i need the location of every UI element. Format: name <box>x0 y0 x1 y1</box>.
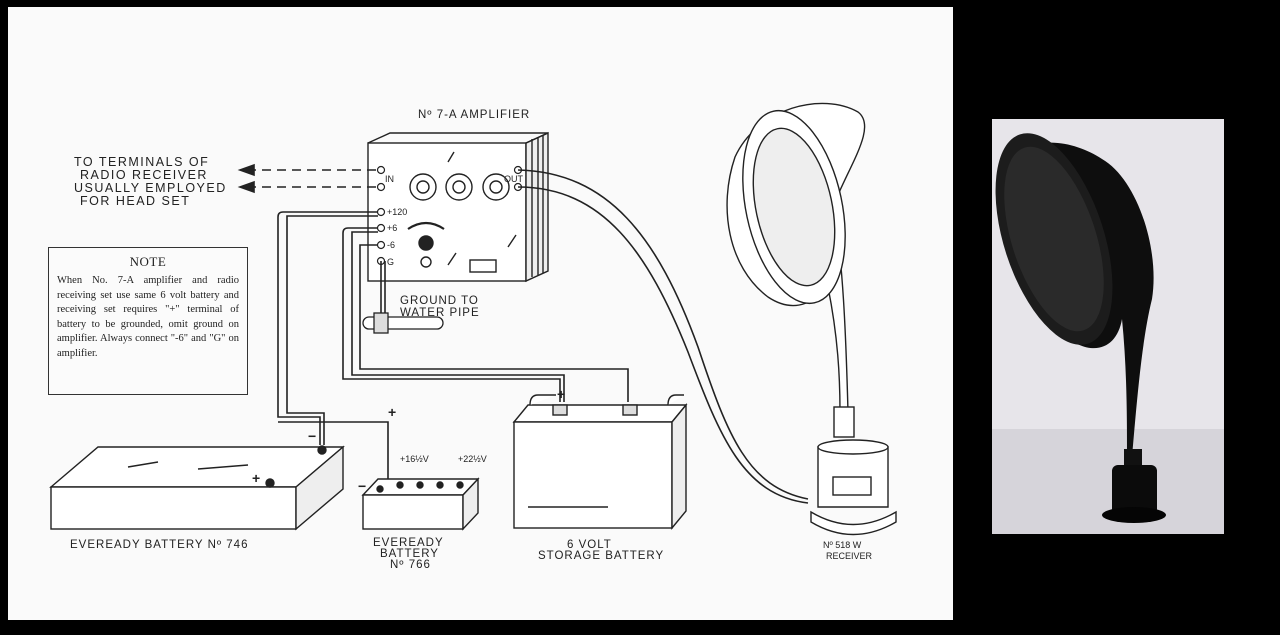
note-body: When No. 7-A amplifier and radio receivi… <box>57 275 239 359</box>
storage-battery <box>512 394 688 530</box>
battery-746-minus: − <box>308 428 316 444</box>
terminal-out: OUT <box>504 174 524 184</box>
tap-22: +22½V <box>458 454 487 464</box>
battery-766-label-line2: BATTERY <box>380 548 439 560</box>
wiring-diagram: Nº 7-A AMPLIFIER IN <box>49 102 897 571</box>
horn-receiver-drawing <box>726 102 897 536</box>
amplifier-terminals <box>376 165 523 266</box>
note-box: NOTE When No. 7-A amplifier and radio re… <box>48 247 248 395</box>
terminal-in: IN <box>385 174 394 184</box>
battery-746-label: EVEREADY BATTERY Nº 746 <box>70 539 248 551</box>
tap-16: +16½V <box>400 454 429 464</box>
terminal-minus6: -6 <box>387 240 395 250</box>
battery-766-label-line1: EVEREADY <box>373 537 444 549</box>
terminal-plus120: +120 <box>387 207 407 217</box>
note-title: NOTE <box>129 254 167 269</box>
diagram-panel: Nº 7-A AMPLIFIER IN <box>8 7 953 620</box>
battery-766-minus: − <box>358 478 366 494</box>
storage-label-line2: STORAGE BATTERY <box>538 550 664 562</box>
ground-label-line1: GROUND TO <box>400 295 479 307</box>
battery-746 <box>49 445 345 531</box>
horn-speaker-image <box>992 133 1224 534</box>
amplifier-unit <box>367 131 549 283</box>
battery-766 <box>361 477 480 531</box>
battery-746-plus: + <box>252 470 260 486</box>
ground-pipe <box>362 312 444 334</box>
terminal-plus6: +6 <box>387 223 397 233</box>
battery-766-label-line3: Nº 766 <box>390 559 431 571</box>
receiver-label-line4: FOR HEAD SET <box>80 194 190 208</box>
receiver-label-line2: RADIO RECEIVER <box>80 168 208 182</box>
receiver-unit-label-line2: RECEIVER <box>826 551 873 561</box>
wiring <box>277 169 809 504</box>
amplifier-title: Nº 7-A AMPLIFIER <box>418 109 530 121</box>
ground-label-line2: WATER PIPE <box>400 307 480 319</box>
terminal-g: G <box>387 257 394 267</box>
storage-plus: + <box>557 386 565 402</box>
horn-speaker-photo <box>992 119 1224 534</box>
receiver-unit-label-line1: Nº 518 W <box>823 540 862 550</box>
storage-label-line1: 6 VOLT <box>567 539 612 551</box>
receiver-label-line3: USUALLY EMPLOYED <box>74 181 227 195</box>
receiver-leads <box>237 163 376 194</box>
battery-766-plus: + <box>388 404 396 420</box>
receiver-label-line1: TO TERMINALS OF <box>74 155 209 169</box>
